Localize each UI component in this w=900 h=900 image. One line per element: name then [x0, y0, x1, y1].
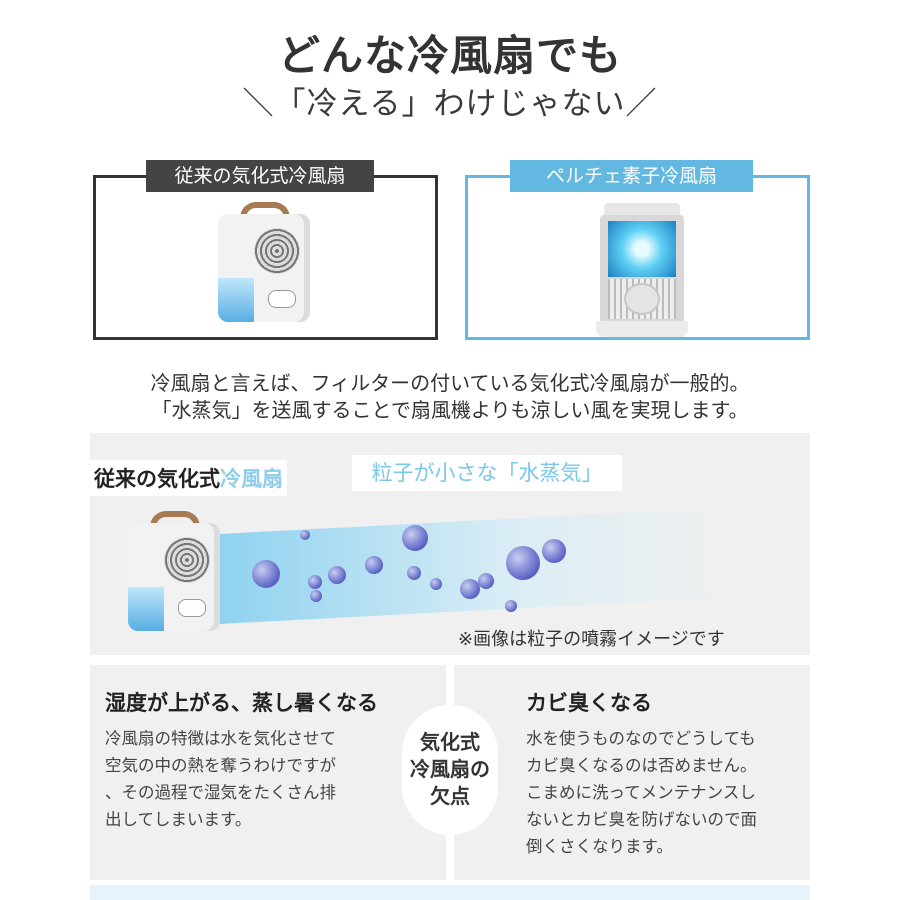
page-title: どんな冷風扇でも [277, 31, 622, 80]
mist-illustration: 従来の気化式冷風扇 粒子が小さな「水蒸気」 ※画像は粒子の噴霧イメージです [90, 433, 810, 655]
evaporative-fan-image [218, 202, 310, 322]
drawback-mold-text: こまめに洗ってメンテナンスし [526, 783, 756, 802]
drawback-mold-text: 倒くさくなります。 [526, 837, 673, 856]
vapor-particle [407, 566, 421, 580]
peltier-base [596, 321, 688, 337]
fan-grill [164, 537, 210, 583]
drawback-humidity-title: 湿度が上がる、蒸し暑くなる [105, 691, 378, 715]
drawback-mold-panel: カビ臭くなる 水を使うものなのでどうしても カビ臭くなるのは否めません。 こまめ… [454, 665, 810, 880]
vapor-particle [478, 573, 494, 589]
drawback-mold-text: 水を使うものなのでどうしても [526, 729, 756, 748]
description-line-1: 冷風扇と言えば、フィルターの付いている気化式冷風扇が一般的。 [150, 371, 750, 395]
vapor-particle [460, 579, 480, 599]
drawback-humidity-text: 出してしまいます。 [105, 810, 252, 829]
drawbacks-badge-text: 気化式 冷風扇の 欠点 [402, 729, 498, 810]
drawback-humidity-text: 空気の中の熱を奪うわけですが [105, 756, 336, 775]
drawback-mold-text: カビ臭くなるのは否めません。 [526, 756, 757, 775]
vapor-particle [402, 525, 428, 551]
peltier-fan-card: ペルチェ素子冷風扇 [465, 160, 810, 340]
peltier-fan-image [596, 203, 688, 337]
vapor-particle [328, 566, 346, 584]
bottom-strip [90, 885, 810, 900]
illustration-label: 従来の気化式冷風扇 [90, 460, 287, 496]
water-tank [218, 278, 254, 322]
drawbacks-badge-line: 気化式 [420, 730, 480, 754]
peltier-cooling-panel [608, 221, 676, 277]
illustration-note: ※画像は粒子の噴霧イメージです [458, 629, 725, 650]
section-divider [90, 655, 810, 665]
drawbacks-badge-line: 冷風扇の [410, 757, 490, 781]
fan-display [178, 599, 206, 617]
particle-caption: 粒子が小さな「水蒸気」 [352, 455, 622, 491]
vapor-particle [252, 560, 280, 588]
vapor-particle [308, 575, 322, 589]
conventional-fan-card: 従来の気化式冷風扇 [93, 160, 438, 340]
fan-handle [150, 511, 200, 533]
drawback-humidity-text: 冷風扇の特徴は水を気化させて [105, 729, 336, 748]
evaporative-fan-image [128, 511, 220, 631]
fan-grill [254, 228, 300, 274]
page-subtitle: ＼「冷える」わけじゃない／ [242, 86, 658, 122]
vapor-particle [310, 590, 322, 602]
conventional-fan-label: 従来の気化式冷風扇 [146, 160, 374, 192]
vapor-particle [506, 546, 540, 580]
peltier-top [604, 203, 680, 217]
illustration-label-dark: 従来の気化式 [94, 467, 220, 491]
drawbacks-badge-line: 欠点 [430, 784, 470, 808]
drawback-mold-title: カビ臭くなる [526, 691, 652, 715]
drawbacks-badge: 気化式 冷風扇の 欠点 [402, 705, 498, 835]
airflow-stream [202, 507, 732, 625]
drawback-humidity-panel: 湿度が上がる、蒸し暑くなる 冷風扇の特徴は水を気化させて 空気の中の熱を奪うわけ… [90, 665, 446, 880]
fan-display [268, 290, 296, 308]
water-tank [128, 587, 164, 631]
drawback-mold-text: ないとカビ臭を防げないので面 [526, 810, 757, 829]
fan-handle [240, 202, 290, 224]
vapor-particle [505, 600, 517, 612]
vapor-particle [300, 530, 310, 540]
peltier-fan-wheel [624, 283, 660, 315]
vapor-particle [365, 556, 383, 574]
peltier-fan-label: ペルチェ素子冷風扇 [510, 160, 753, 192]
vapor-particle [542, 539, 566, 563]
description-line-2: 「水蒸気」を送風することで扇風機よりも涼しい風を実現します。 [151, 398, 749, 422]
illustration-label-light: 冷風扇 [220, 467, 283, 491]
drawback-humidity-text: 、その過程で湿気をたくさん排 [105, 783, 336, 802]
vapor-particle [430, 578, 442, 590]
